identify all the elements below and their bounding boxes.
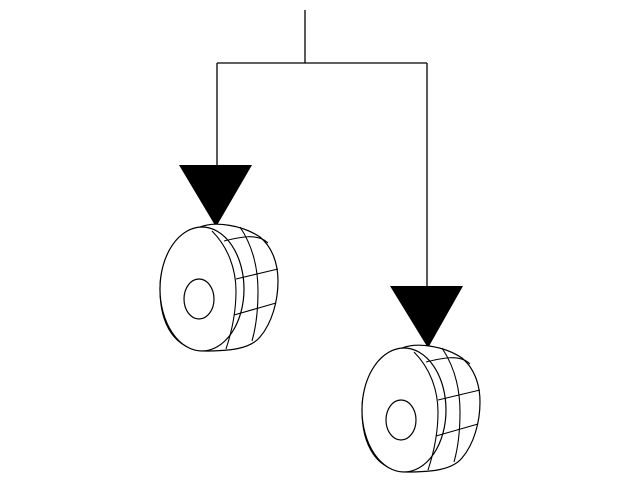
bushing-right-seam-5	[435, 423, 479, 437]
bushing-left-seam-2	[239, 226, 259, 342]
bushing-right-seam-2	[441, 347, 461, 463]
bushing-left-seam-4	[235, 268, 279, 280]
arrow-head-right	[390, 286, 463, 348]
bushing-left	[159, 223, 279, 352]
bushing-left-seam-3	[223, 236, 269, 244]
bushing-right	[361, 344, 481, 473]
arrow-head-left	[179, 165, 252, 227]
bushing-right-seam-3	[425, 357, 471, 365]
bushing-right-bore	[385, 399, 417, 441]
bushing-right-seam-1	[413, 351, 439, 471]
bushing-left-bore	[183, 278, 215, 320]
bushing-right-seam-4	[437, 389, 481, 401]
bushing-left-seam-1	[211, 230, 237, 350]
bushing-left-seam-5	[233, 302, 277, 316]
leader-lines	[216, 10, 428, 289]
